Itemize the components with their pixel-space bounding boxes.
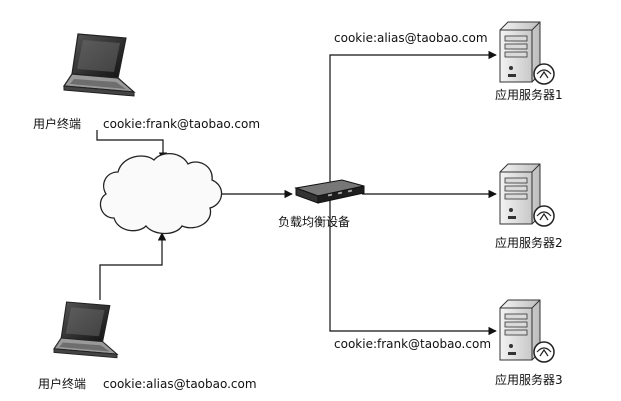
server3-label: 应用服务器3 — [495, 373, 563, 387]
connector-client1-cloud — [96, 130, 168, 161]
server1-cookie: cookie:alias@taobao.com — [334, 31, 488, 45]
connector-lb-server3 — [329, 194, 497, 336]
load-balancer-label: 负载均衡设备 — [278, 215, 351, 229]
server-icon — [499, 299, 555, 363]
client1-cookie: cookie:frank@taobao.com — [103, 117, 261, 131]
connectors — [96, 50, 497, 336]
laptop-icon — [63, 33, 135, 97]
server2-label: 应用服务器2 — [495, 236, 563, 250]
server-icon — [499, 163, 555, 227]
load-balancer-icon — [294, 179, 365, 204]
cloud-icon — [99, 153, 223, 235]
laptop-icon — [53, 301, 118, 359]
server-icon — [499, 21, 555, 85]
client2-cookie: cookie:alias@taobao.com — [103, 377, 257, 391]
server1-label: 应用服务器1 — [495, 88, 563, 102]
client1-label: 用户终端 — [33, 117, 82, 131]
server3-cookie: cookie:frank@taobao.com — [334, 337, 492, 351]
client2-label: 用户终端 — [38, 377, 87, 391]
connector-client2-cloud — [99, 232, 167, 300]
connector-lb-server1 — [329, 50, 497, 194]
